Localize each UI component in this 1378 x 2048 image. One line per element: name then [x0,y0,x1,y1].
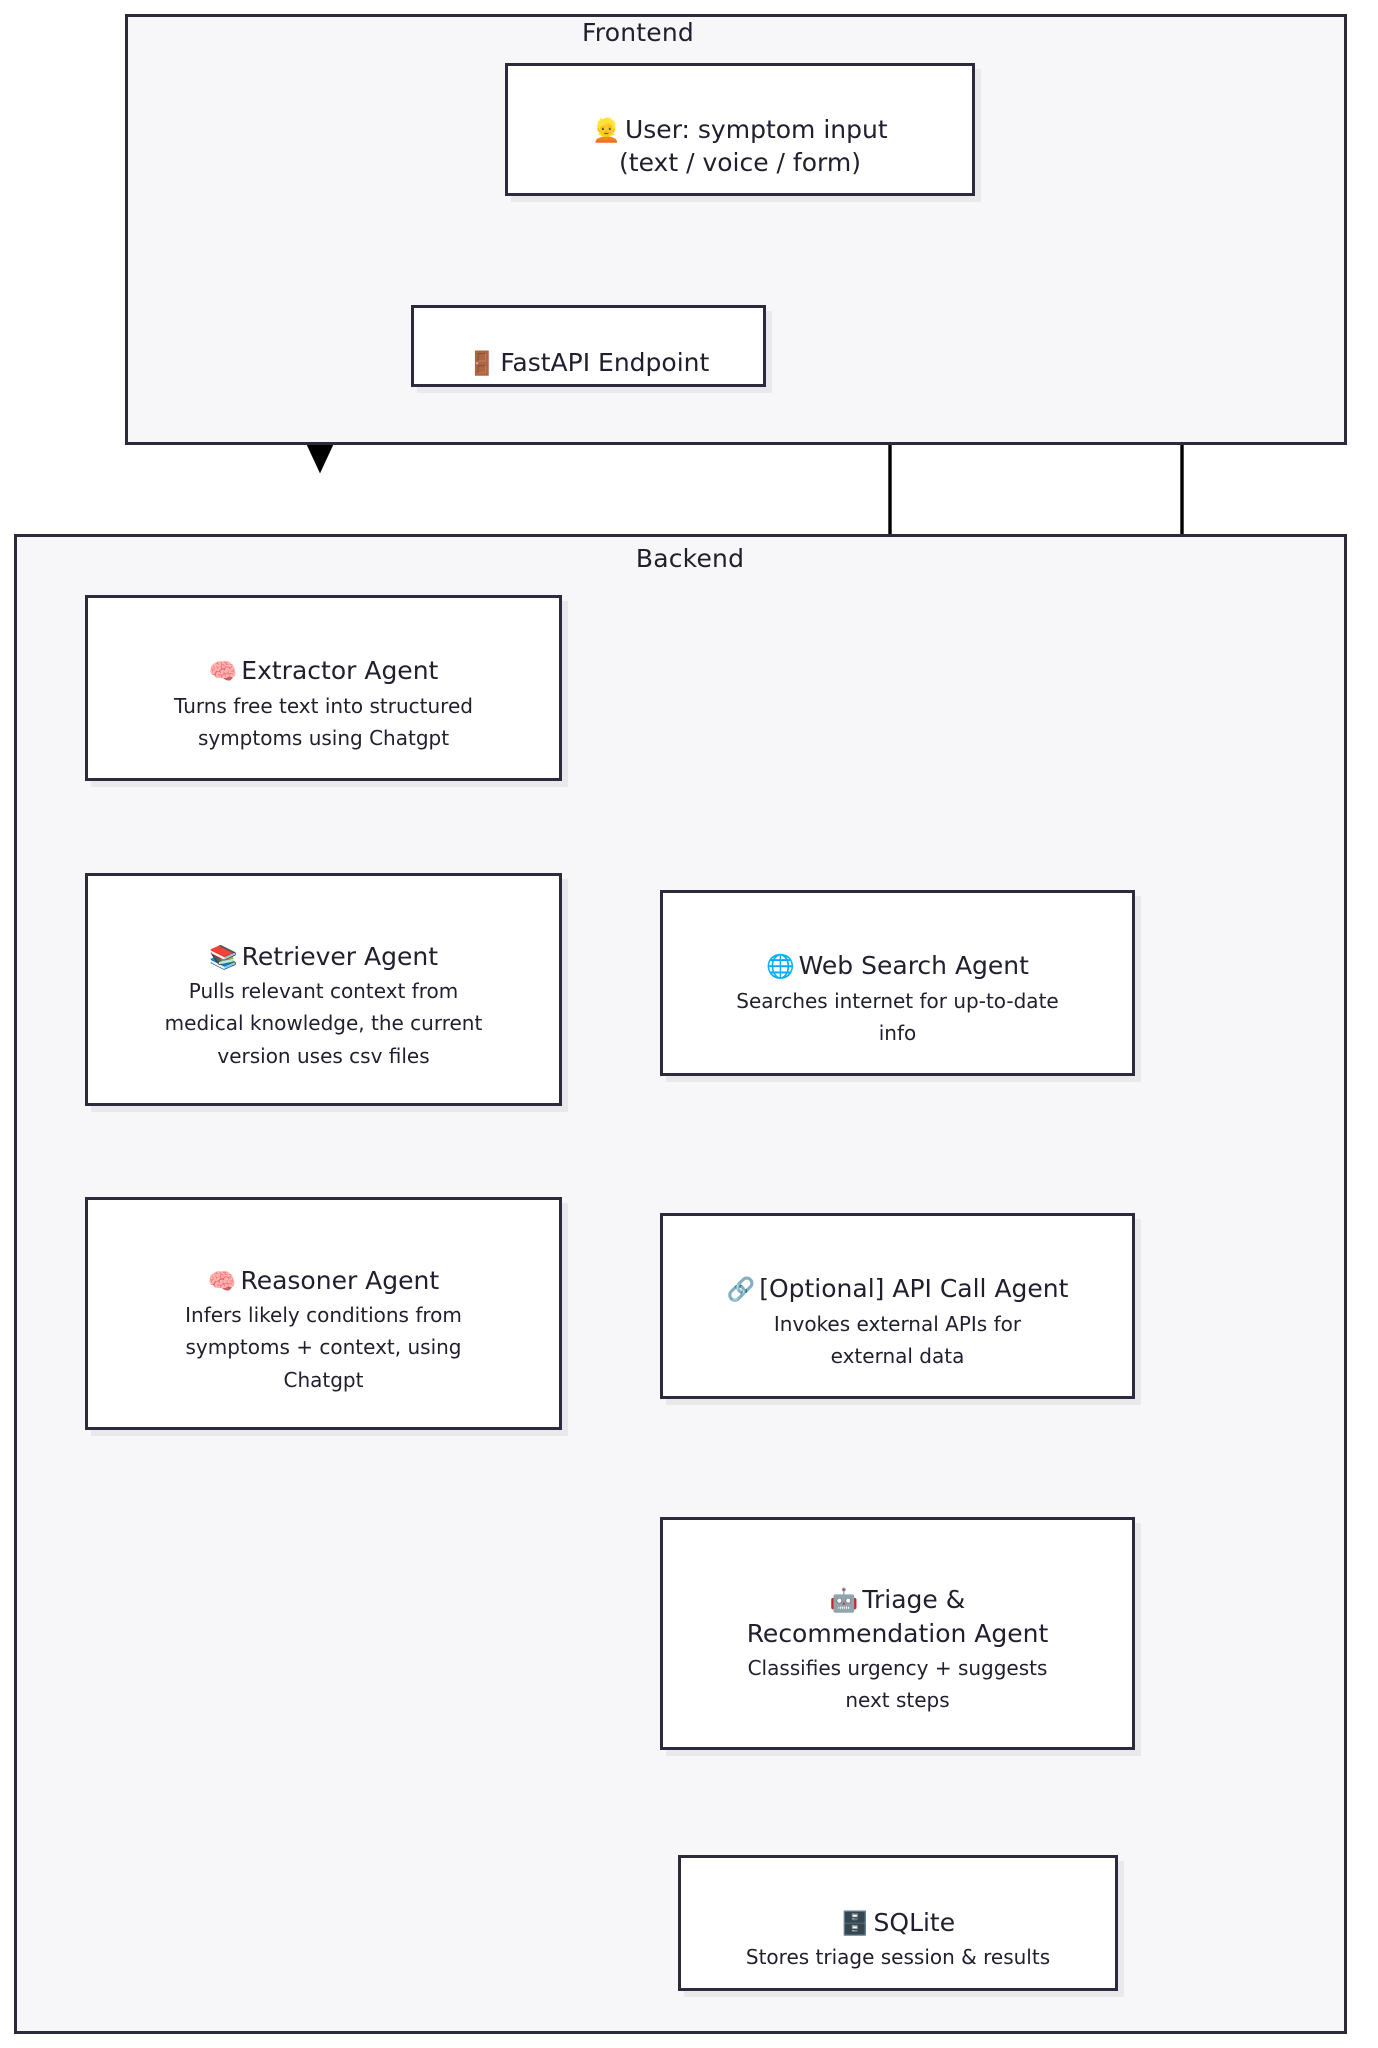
globe-icon: 🌐 [766,954,795,981]
door-icon: 🚪 [467,350,497,377]
node-user[interactable]: 👱User: symptom input (text / voice / for… [505,63,975,196]
node-fastapi-title-text: FastAPI Endpoint [500,347,710,377]
node-user-title: 👱User: symptom input [592,80,887,146]
node-retriever-desc: Pulls relevant context from medical know… [164,979,483,1068]
node-extractor-title-text: Extractor Agent [241,656,439,686]
node-api-call-title: 🔗[Optional] API Call Agent [727,1239,1069,1305]
node-retriever-title-text: Retriever Agent [241,941,439,971]
node-api-call[interactable]: 🔗[Optional] API Call Agent Invokes exter… [660,1213,1135,1399]
robot-icon: 🤖 [829,1588,859,1615]
node-web-search-desc: Searches internet for up-to-date info [736,988,1059,1046]
books-icon: 📚 [208,944,238,971]
node-triage-title: 🤖Triage & [830,1550,965,1616]
node-reasoner-title: 🧠Reasoner Agent [208,1231,439,1297]
node-web-search-title-text: Web Search Agent [798,951,1029,981]
node-sqlite-title: 🗄️SQLite [841,1873,955,1939]
node-triage-desc: Classifies urgency + suggests next steps [747,1655,1048,1713]
node-reasoner-desc: Infers likely conditions from symptoms +… [185,1303,462,1392]
node-reasoner-title-text: Reasoner Agent [240,1265,440,1295]
node-web-search[interactable]: 🌐Web Search Agent Searches internet for … [660,890,1135,1076]
brain-icon: 🧠 [207,1268,237,1295]
brain-icon: 🧠 [208,659,238,686]
cluster-backend-label: Backend [635,544,745,573]
node-user-subtitle: (text / voice / form) [619,148,861,178]
node-fastapi[interactable]: 🚪FastAPI Endpoint [411,305,766,387]
node-retriever[interactable]: 📚Retriever Agent Pulls relevant context … [85,873,562,1106]
node-extractor-desc: Turns free text into structured symptoms… [174,693,473,751]
node-extractor[interactable]: 🧠Extractor Agent Turns free text into st… [85,595,562,781]
file-cabinet-icon: 🗄️ [840,1910,870,1937]
node-triage-subtitle: Recommendation Agent [746,1618,1049,1648]
node-extractor-title: 🧠Extractor Agent [209,621,439,687]
node-api-call-title-text: [Optional] API Call Agent [759,1274,1069,1304]
person-icon: 👱 [592,117,621,144]
node-triage[interactable]: 🤖Triage & Recommendation Agent Classifie… [660,1517,1135,1750]
cluster-frontend-label: Frontend [582,18,694,47]
node-sqlite-title-text: SQLite [873,1907,956,1937]
node-reasoner[interactable]: 🧠Reasoner Agent Infers likely conditions… [85,1197,562,1430]
link-icon: 🔗 [726,1277,756,1304]
node-sqlite[interactable]: 🗄️SQLite Stores triage session & results [678,1855,1118,1991]
node-sqlite-desc: Stores triage session & results [745,1944,1051,1969]
node-web-search-title: 🌐Web Search Agent [766,916,1029,982]
node-fastapi-title: 🚪FastAPI Endpoint [468,313,710,379]
node-api-call-desc: Invokes external APIs for external data [773,1311,1022,1369]
node-triage-title-text: Triage & [862,1585,966,1615]
node-retriever-title: 📚Retriever Agent [209,907,438,973]
node-user-title-text: User: symptom input [624,114,888,144]
